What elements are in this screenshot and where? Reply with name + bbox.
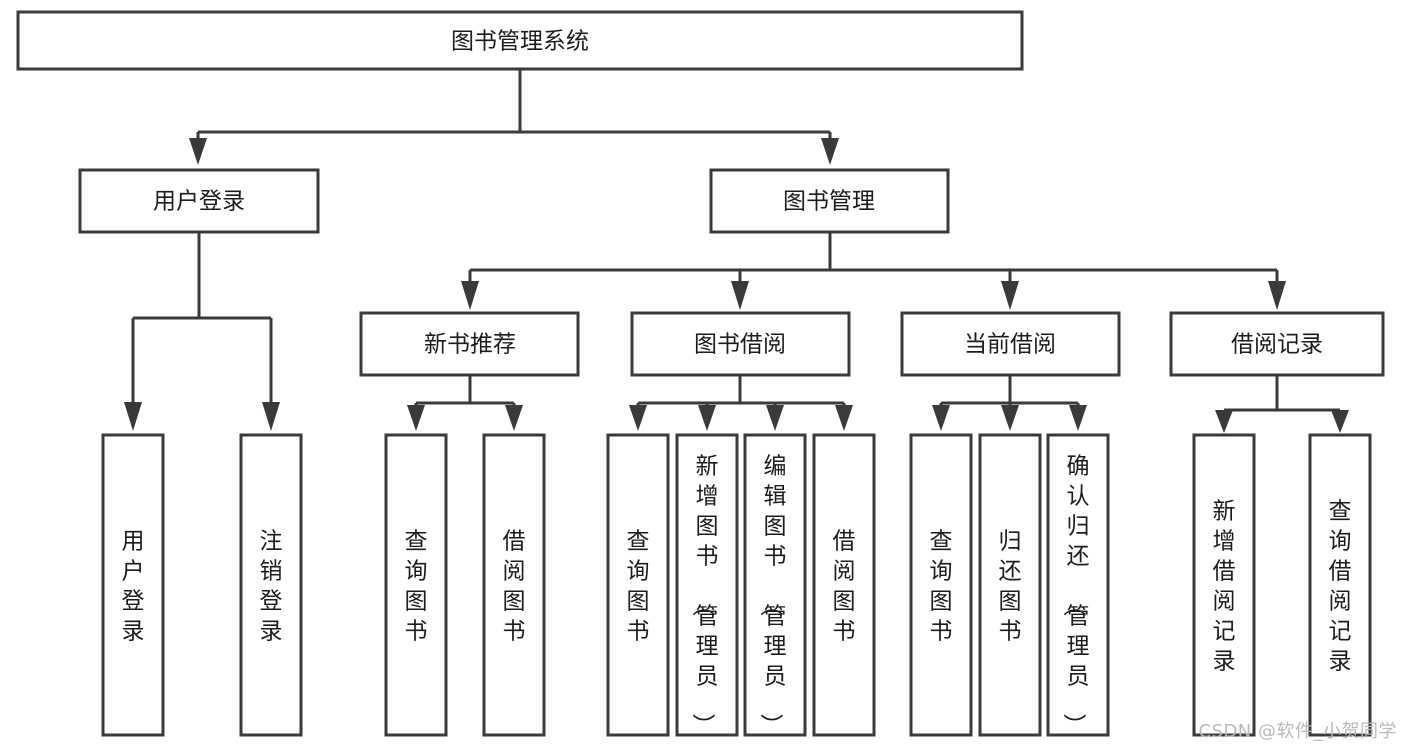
leaf-node-box[interactable] (978, 433, 1042, 737)
csdn-watermark: CSDN @软件_小贺同学 (1198, 721, 1397, 742)
arrow-head-borrow-l1 (629, 405, 647, 431)
arrow-head-login-leaf1 (124, 402, 142, 431)
leaf-node[interactable]: 新增借阅记录 (1192, 433, 1256, 737)
node-borrow-record-box[interactable] (1169, 311, 1385, 377)
leaf-node[interactable]: 查询图书 (606, 433, 670, 737)
leaf-node-label: 归还图书 (999, 528, 1022, 644)
arrow-head-login (189, 138, 207, 165)
leaf-node-box[interactable] (1308, 433, 1372, 737)
leaf-node[interactable]: 确认归还（管理员） (1046, 433, 1110, 737)
node-book-borrow-box[interactable] (630, 311, 851, 377)
leaf-node-box[interactable] (675, 433, 739, 737)
arrow-head-login-leaf2 (262, 402, 280, 431)
connector-group-record (1215, 375, 1349, 433)
leaf-node-box[interactable] (1192, 433, 1256, 737)
leaf-node-box[interactable] (384, 433, 448, 737)
leaf-node-label: 新增借阅记录 (1213, 498, 1236, 674)
leaf-node-label: 查询图书 (930, 528, 953, 644)
leaf-node[interactable]: 编辑图书（管理员） (743, 433, 807, 737)
leaf-node[interactable]: 借阅图书 (812, 433, 876, 737)
arrow-head-borrow-l3 (766, 405, 784, 431)
leaf-node-label: 编辑图书（管理员） (758, 453, 787, 736)
arrow-head-newbook (461, 281, 479, 310)
leaf-node-label: 借阅图书 (833, 528, 856, 644)
arrow-head-borrow-l4 (835, 405, 853, 431)
arrow-head-current (1001, 281, 1019, 310)
node-root[interactable]: 图书管理系统 (16, 10, 1024, 71)
node-book-management-box[interactable] (709, 168, 950, 234)
node-root-label: 图书管理系统 (451, 29, 589, 55)
node-book-management[interactable]: 图书管理 (709, 168, 950, 234)
connector-group-borrow (629, 375, 853, 431)
node-current-borrow-label: 当前借阅 (964, 332, 1056, 358)
leaf-node-box[interactable] (743, 433, 807, 737)
leaf-node-box[interactable] (606, 433, 670, 737)
node-root-box[interactable] (16, 10, 1024, 71)
node-new-book-recommend[interactable]: 新书推荐 (359, 311, 580, 377)
connector-group-bookmgmt (461, 233, 1286, 310)
node-user-login-label: 用户登录 (153, 189, 245, 215)
leaf-node-label: 注销登录 (260, 528, 283, 644)
leaf-node-box[interactable] (1046, 433, 1110, 737)
leaf-node-label: 查询借阅记录 (1329, 498, 1352, 674)
arrow-head-record-l2 (1331, 410, 1349, 433)
connector-group-newbook (407, 375, 523, 431)
leaf-node-box[interactable] (909, 433, 973, 737)
node-book-management-label: 图书管理 (783, 189, 875, 215)
node-new-book-recommend-box[interactable] (359, 311, 580, 377)
arrow-head-record (1268, 281, 1286, 310)
leaf-node-label: 查询图书 (405, 528, 428, 644)
node-user-login-box[interactable] (78, 168, 320, 234)
node-user-login[interactable]: 用户登录 (78, 168, 320, 234)
leaf-node[interactable]: 归还图书 (978, 433, 1042, 737)
node-current-borrow[interactable]: 当前借阅 (900, 311, 1121, 377)
leaf-node-box[interactable] (812, 433, 876, 737)
node-borrow-record-label: 借阅记录 (1231, 332, 1323, 358)
node-borrow-record[interactable]: 借阅记录 (1169, 311, 1385, 377)
arrow-head-current-l2 (1001, 405, 1019, 431)
connector-group-current (932, 375, 1087, 431)
node-book-borrow[interactable]: 图书借阅 (630, 311, 851, 377)
leaf-node-label: 借阅图书 (503, 528, 526, 644)
leaf-node-label: 查询图书 (627, 528, 650, 644)
arrow-head-bookmgmt (821, 138, 839, 165)
leaf-node-box[interactable] (482, 433, 546, 737)
connector-group-login (124, 232, 280, 431)
leaf-node-box[interactable] (101, 433, 165, 737)
leaf-node-label: 确认归还（管理员） (1061, 453, 1090, 736)
arrow-head-borrow (731, 281, 749, 310)
leaf-node-box[interactable] (239, 433, 303, 737)
leaf-node[interactable]: 查询图书 (384, 433, 448, 737)
leaf-node[interactable]: 查询图书 (909, 433, 973, 737)
arrow-head-newbook-l2 (505, 405, 523, 431)
leaf-node[interactable]: 借阅图书 (482, 433, 546, 737)
leaf-node-label: 新增图书（管理员） (690, 453, 719, 736)
leaf-node[interactable]: 新增图书（管理员） (675, 433, 739, 737)
leaf-node-label: 用户登录 (122, 528, 145, 644)
arrow-head-record-l1 (1215, 410, 1233, 433)
node-new-book-recommend-label: 新书推荐 (424, 332, 516, 358)
leaf-node[interactable]: 用户登录 (101, 433, 165, 737)
arrow-head-borrow-l2 (698, 405, 716, 431)
leaf-node[interactable]: 注销登录 (239, 433, 303, 737)
arrow-head-current-l1 (932, 405, 950, 431)
node-book-borrow-label: 图书借阅 (694, 332, 786, 358)
arrow-head-current-l3 (1069, 405, 1087, 431)
connector-group-root (189, 69, 839, 165)
leaf-node[interactable]: 查询借阅记录 (1308, 433, 1372, 737)
node-current-borrow-box[interactable] (900, 311, 1121, 377)
leaf-node-layer: 用户登录 注销登录 查询图书 借阅图书 查询图书 新增图书（管理员） 编辑图书（管理员） 借阅… (101, 433, 1372, 737)
arrow-head-newbook-l1 (407, 405, 425, 431)
